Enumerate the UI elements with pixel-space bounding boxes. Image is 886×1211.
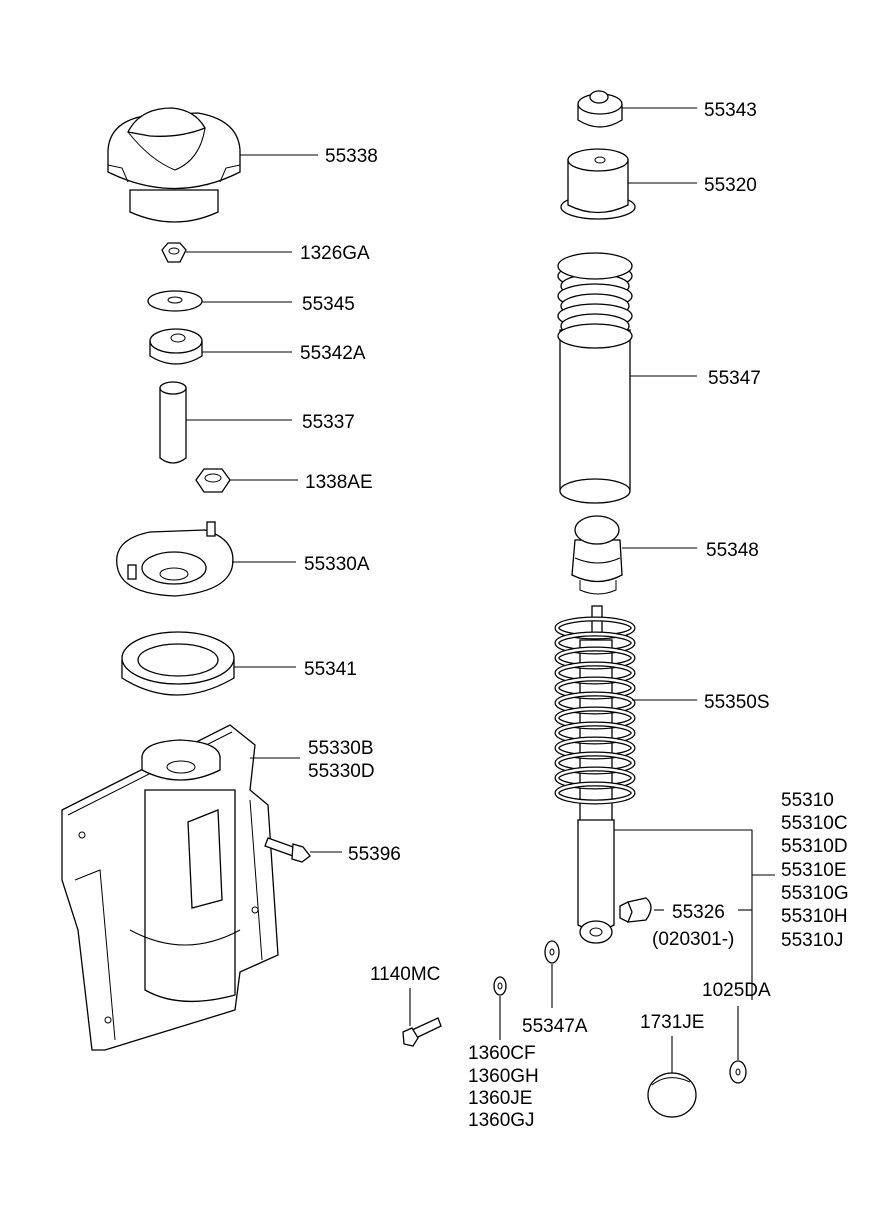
part-55310-shock-absorber[interactable] (577, 819, 615, 944)
spring-coil-highlight (555, 707, 635, 729)
label-1025DA: 1025DA (702, 980, 771, 1001)
part-55343-cap[interactable] (577, 90, 623, 128)
label-55310E: 55310E (781, 860, 847, 881)
part-1140MC-bolt[interactable] (402, 1017, 442, 1047)
label-55347A: 55347A (522, 1016, 588, 1037)
spring-coil-highlight (555, 782, 635, 804)
label-1338AE: 1338AE (305, 472, 373, 493)
label-55338: 55338 (325, 146, 378, 167)
label-55310J: 55310J (781, 930, 843, 951)
part-1326GA-nut[interactable] (161, 242, 187, 263)
label-55348: 55348 (706, 540, 759, 561)
spring-coil-highlight (555, 632, 635, 654)
part-55341-seal-ring[interactable] (121, 631, 235, 696)
part-55345-washer[interactable] (147, 290, 203, 312)
part-55330B-strut-housing[interactable] (61, 724, 279, 1051)
part-55330A-mount-plate[interactable] (116, 521, 234, 597)
label-1360JE: 1360JE (468, 1088, 532, 1109)
part-55337-sleeve[interactable] (159, 381, 187, 464)
part-55350S-coil-spring[interactable] (554, 605, 636, 831)
spring-coil-highlight (555, 722, 635, 744)
label-55310C: 55310C (781, 813, 848, 834)
label-1731JE: 1731JE (640, 1012, 704, 1033)
part-1338AE-nut[interactable] (195, 468, 231, 493)
label-1360GH: 1360GH (468, 1066, 539, 1087)
spring-coil-highlight (555, 662, 635, 684)
spring-coil-highlight (555, 647, 635, 669)
part-55326-cap-nut[interactable] (619, 897, 652, 923)
part-55396-bolt[interactable] (264, 837, 311, 863)
spring-coil-highlight (555, 737, 635, 759)
label-55345: 55345 (302, 294, 355, 315)
label-55310H: 55310H (781, 906, 848, 927)
label-55341: 55341 (304, 659, 357, 680)
spring-coil-highlight (555, 692, 635, 714)
label-1140MC: 1140MC (370, 964, 440, 985)
label-55326-note: (020301-) (652, 929, 734, 950)
label-55326: 55326 (672, 902, 725, 923)
part-55342A-bushing[interactable] (149, 328, 203, 365)
label-55320: 55320 (704, 175, 757, 196)
label-55396: 55396 (348, 844, 401, 865)
spring-coil-highlight (555, 752, 635, 774)
label-55343: 55343 (704, 100, 757, 121)
spring-coil-highlight (555, 617, 635, 639)
label-1360CF: 1360CF (468, 1043, 536, 1064)
label-55310: 55310 (781, 790, 834, 811)
label-55330A: 55330A (304, 554, 370, 575)
label-55337: 55337 (302, 412, 355, 433)
part-1360CF-washer[interactable] (493, 976, 507, 996)
spring-coil-highlight (555, 767, 635, 789)
part-55338-insulator[interactable] (107, 107, 241, 223)
label-55350S: 55350S (704, 692, 770, 713)
part-55320-boot-top[interactable] (560, 148, 636, 220)
label-55347: 55347 (708, 368, 761, 389)
label-1326GA: 1326GA (300, 243, 370, 264)
label-1360GJ: 1360GJ (468, 1110, 535, 1131)
label-55310D: 55310D (781, 836, 848, 857)
part-1731JE-plug[interactable] (647, 1072, 697, 1118)
part-55347-dust-boot[interactable] (557, 252, 633, 504)
part-1025DA-grommet[interactable] (729, 1060, 747, 1084)
label-55342A: 55342A (300, 343, 366, 364)
part-55347A-washer[interactable] (544, 940, 560, 964)
label-55330D: 55330D (308, 761, 375, 782)
spring-coil-highlight (555, 677, 635, 699)
label-55330B: 55330B (308, 738, 374, 759)
label-55310G: 55310G (781, 883, 849, 904)
part-55348-bump-stop[interactable] (571, 515, 623, 595)
boot-ring (557, 323, 633, 349)
